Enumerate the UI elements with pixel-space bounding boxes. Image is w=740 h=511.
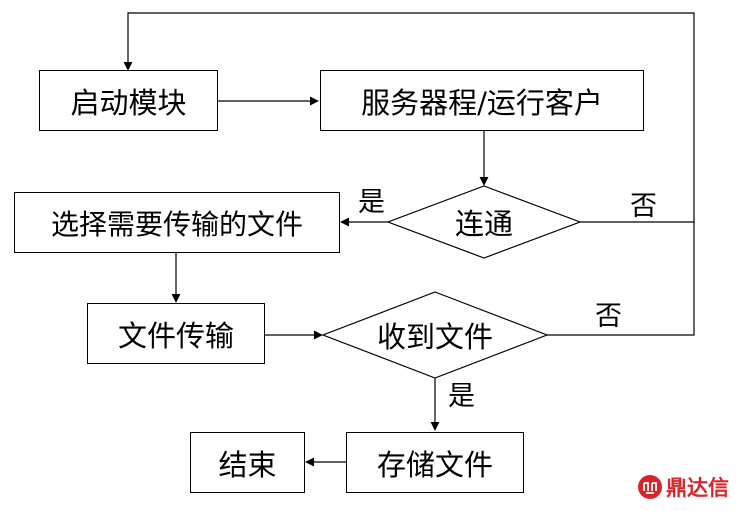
label-store-file: 存储文件	[376, 447, 493, 482]
decision-received-shape	[321, 291, 549, 379]
label-run-server-client: 服务器程/运行客户	[361, 85, 603, 120]
loop-received-no	[547, 222, 695, 336]
box-store-file: 存储文件	[346, 432, 524, 493]
box-start-module: 启动模块	[39, 70, 218, 131]
box-end: 结束	[190, 432, 305, 493]
label-file-received: 收到文件	[376, 320, 493, 354]
label-received-no: 否	[595, 301, 622, 332]
dingdaxin-logo-icon	[638, 475, 662, 499]
label-end: 结束	[218, 447, 277, 482]
label-connected-no: 否	[630, 191, 657, 222]
label-select-file: 选择需要传输的文件	[50, 207, 303, 241]
label-start-module: 启动模块	[70, 85, 187, 120]
box-select-file: 选择需要传输的文件	[14, 192, 340, 253]
decision-connected-shape	[386, 185, 582, 259]
box-run-server-client: 服务器程/运行客户	[320, 70, 644, 131]
box-file-transfer: 文件传输	[87, 303, 265, 364]
watermark-logo: 鼎达信	[637, 472, 729, 502]
label-file-transfer: 文件传输	[117, 318, 234, 353]
loop-connected-no	[123, 12, 695, 223]
label-connected: 连通	[454, 207, 513, 241]
label-connected-yes: 是	[358, 187, 385, 218]
label-received-yes: 是	[448, 381, 475, 412]
watermark-text: 鼎达信	[666, 476, 729, 500]
